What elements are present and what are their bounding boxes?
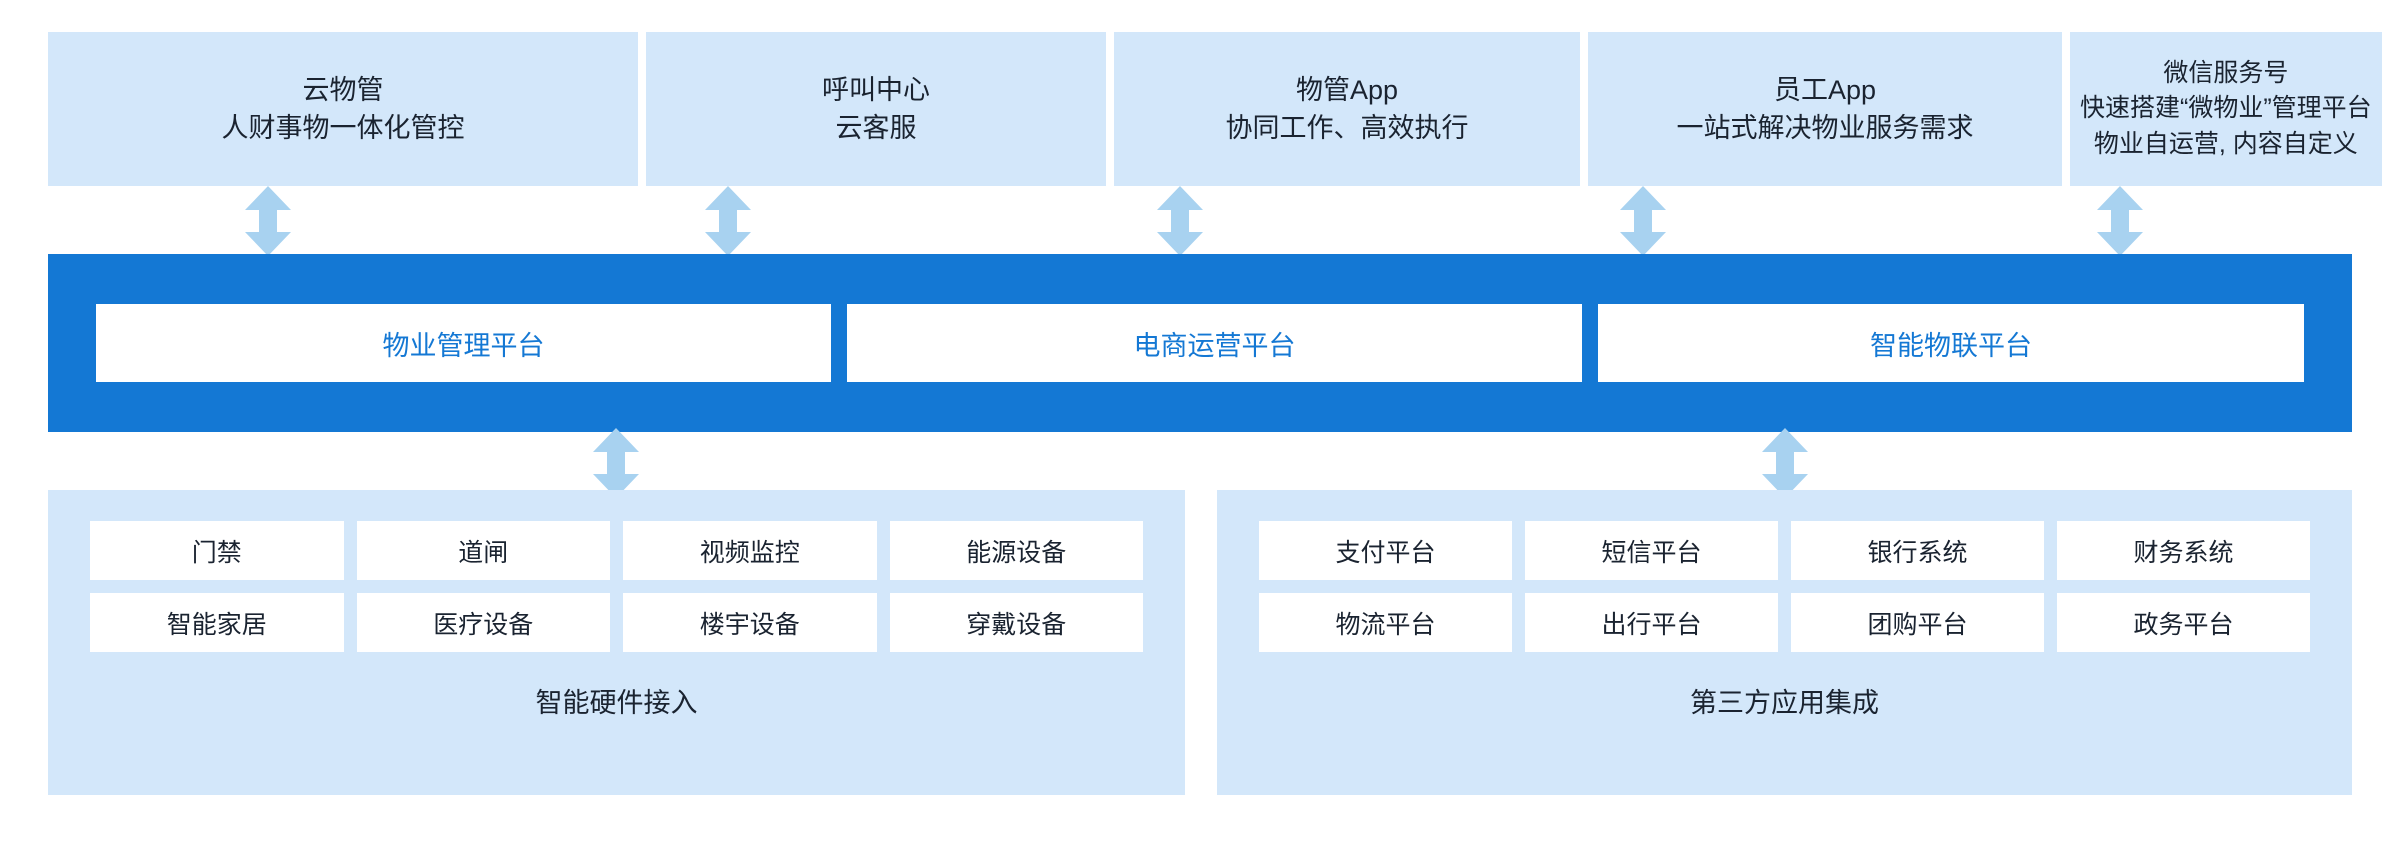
- chip-item[interactable]: 团购平台: [1791, 593, 2044, 652]
- platform-box-iot[interactable]: 智能物联平台: [1598, 304, 2304, 382]
- panel-smart-hardware: 门禁 道闸 视频监控 能源设备 智能家居 医疗设备 楼宇设备 穿戴设备 智能硬件…: [48, 490, 1185, 795]
- connector-arrow-wechat: [2097, 186, 2143, 256]
- channel-card-wuguan-app[interactable]: 物管App 协同工作、高效执行: [1114, 32, 1580, 186]
- panel-caption-smart-hardware: 智能硬件接入: [535, 688, 698, 718]
- connector-arrow-hardware: [593, 428, 639, 498]
- channel-title: 员工App: [1773, 74, 1877, 105]
- chip-item[interactable]: 能源设备: [889, 521, 1143, 580]
- connector-arrow-yunwuguan: [245, 186, 291, 256]
- hardware-chip-grid: 门禁 道闸 视频监控 能源设备 智能家居 医疗设备 楼宇设备 穿戴设备: [90, 521, 1143, 652]
- connector-arrow-staff-app: [1620, 186, 1666, 256]
- channel-title: 微信服务号: [2163, 58, 2289, 87]
- channel-subtitle: 快速搭建“微物业”管理平台: [2080, 94, 2372, 123]
- thirdparty-chip-grid: 支付平台 短信平台 银行系统 财务系统 物流平台 出行平台 团购平台 政务平台: [1259, 521, 2310, 652]
- chip-item[interactable]: 政务平台: [2057, 593, 2310, 652]
- channel-subtitle: 协同工作、高效执行: [1225, 113, 1469, 143]
- chip-item[interactable]: 楼宇设备: [623, 593, 877, 652]
- chip-item[interactable]: 物流平台: [1259, 593, 1512, 652]
- platform-label: 物业管理平台: [382, 330, 545, 361]
- chip-item[interactable]: 财务系统: [2057, 521, 2310, 580]
- channel-title: 呼叫中心: [822, 74, 930, 105]
- platform-bar: 物业管理平台 电商运营平台 智能物联平台: [48, 254, 2352, 432]
- platform-box-ecommerce[interactable]: 电商运营平台: [847, 304, 1582, 382]
- connector-arrow-wuguan-app: [1157, 186, 1203, 256]
- chip-item[interactable]: 智能家居: [90, 593, 344, 652]
- channel-subtitle: 人财事物一体化管控: [221, 113, 465, 143]
- channel-subtitle: 云客服: [835, 113, 917, 143]
- channel-title: 云物管: [302, 74, 384, 105]
- channel-card-wechat-service[interactable]: 微信服务号 快速搭建“微物业”管理平台 物业自运营, 内容自定义: [2070, 32, 2382, 186]
- platform-label: 电商运营平台: [1133, 330, 1296, 361]
- channel-subtitle: 一站式解决物业服务需求: [1676, 113, 1974, 143]
- panel-caption-third-party: 第三方应用集成: [1690, 688, 1879, 718]
- channel-subtitle-2: 物业自运营, 内容自定义: [2093, 129, 2358, 158]
- chip-item[interactable]: 医疗设备: [356, 593, 610, 652]
- platform-box-property-management[interactable]: 物业管理平台: [96, 304, 831, 382]
- platform-label: 智能物联平台: [1870, 330, 2032, 361]
- channel-card-yunwuguan[interactable]: 云物管 人财事物一体化管控: [48, 32, 638, 186]
- chip-item[interactable]: 视频监控: [623, 521, 877, 580]
- connector-arrow-call-center: [705, 186, 751, 256]
- connector-arrow-thirdparty: [1762, 428, 1808, 498]
- channel-card-call-center[interactable]: 呼叫中心 云客服: [646, 32, 1106, 186]
- top-channel-row: 云物管 人财事物一体化管控 呼叫中心 云客服 物管App 协同工作、高效执行 员…: [48, 32, 2382, 186]
- chip-item[interactable]: 出行平台: [1525, 593, 1778, 652]
- channel-card-staff-app[interactable]: 员工App 一站式解决物业服务需求: [1588, 32, 2062, 186]
- chip-item[interactable]: 道闸: [356, 521, 610, 580]
- channel-title: 物管App: [1295, 74, 1399, 105]
- chip-item[interactable]: 银行系统: [1791, 521, 2044, 580]
- chip-item[interactable]: 穿戴设备: [889, 593, 1143, 652]
- chip-item[interactable]: 门禁: [90, 521, 344, 580]
- panel-third-party: 支付平台 短信平台 银行系统 财务系统 物流平台 出行平台 团购平台 政务平台 …: [1217, 490, 2352, 795]
- chip-item[interactable]: 支付平台: [1259, 521, 1512, 580]
- chip-item[interactable]: 短信平台: [1525, 521, 1778, 580]
